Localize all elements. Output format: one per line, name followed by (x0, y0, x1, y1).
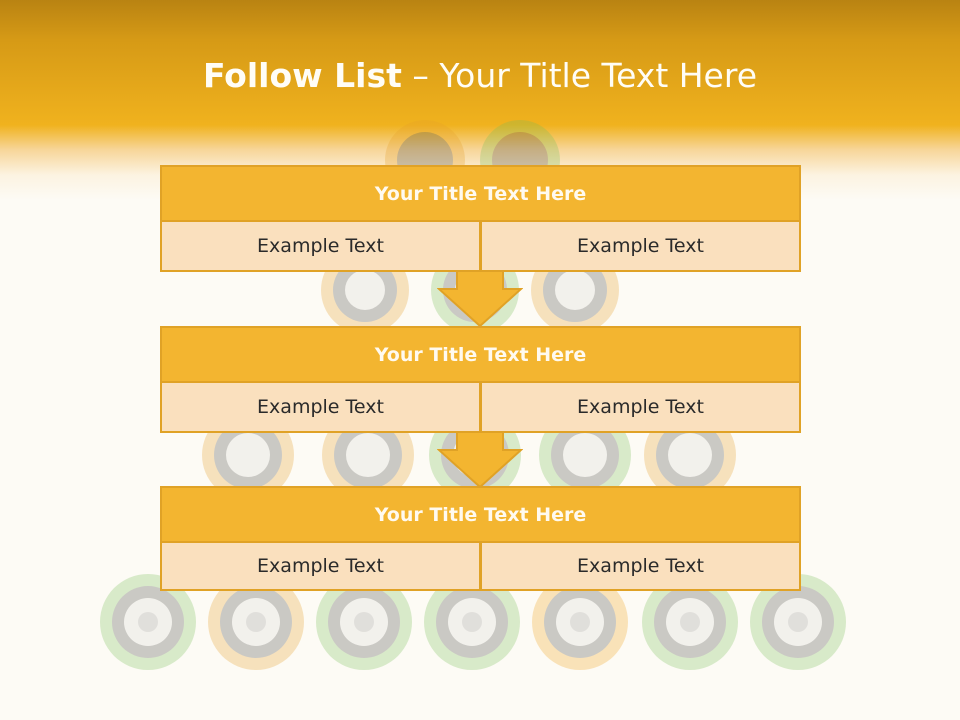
slide-title-rest: – Your Title Text Here (412, 56, 758, 95)
step-3-right-text: Example Text (480, 543, 801, 591)
step-3-left-text: Example Text (160, 543, 481, 591)
down-arrow-icon (437, 271, 523, 327)
step-2-right-text: Example Text (480, 383, 801, 433)
step-1-title: Your Title Text Here (160, 165, 801, 222)
step-1-left-text: Example Text (160, 222, 481, 272)
step-box-3: Your Title Text Here Example Text Exampl… (160, 486, 801, 591)
step-2-title: Your Title Text Here (160, 326, 801, 383)
step-1-right-text: Example Text (480, 222, 801, 272)
slide-title: Follow List – Your Title Text Here (0, 56, 960, 95)
slide-title-bold: Follow List (202, 56, 402, 95)
step-box-2: Your Title Text Here Example Text Exampl… (160, 326, 801, 433)
step-box-1: Your Title Text Here Example Text Exampl… (160, 165, 801, 272)
down-arrow-icon (437, 432, 523, 488)
step-2-left-text: Example Text (160, 383, 481, 433)
step-3-title: Your Title Text Here (160, 486, 801, 543)
